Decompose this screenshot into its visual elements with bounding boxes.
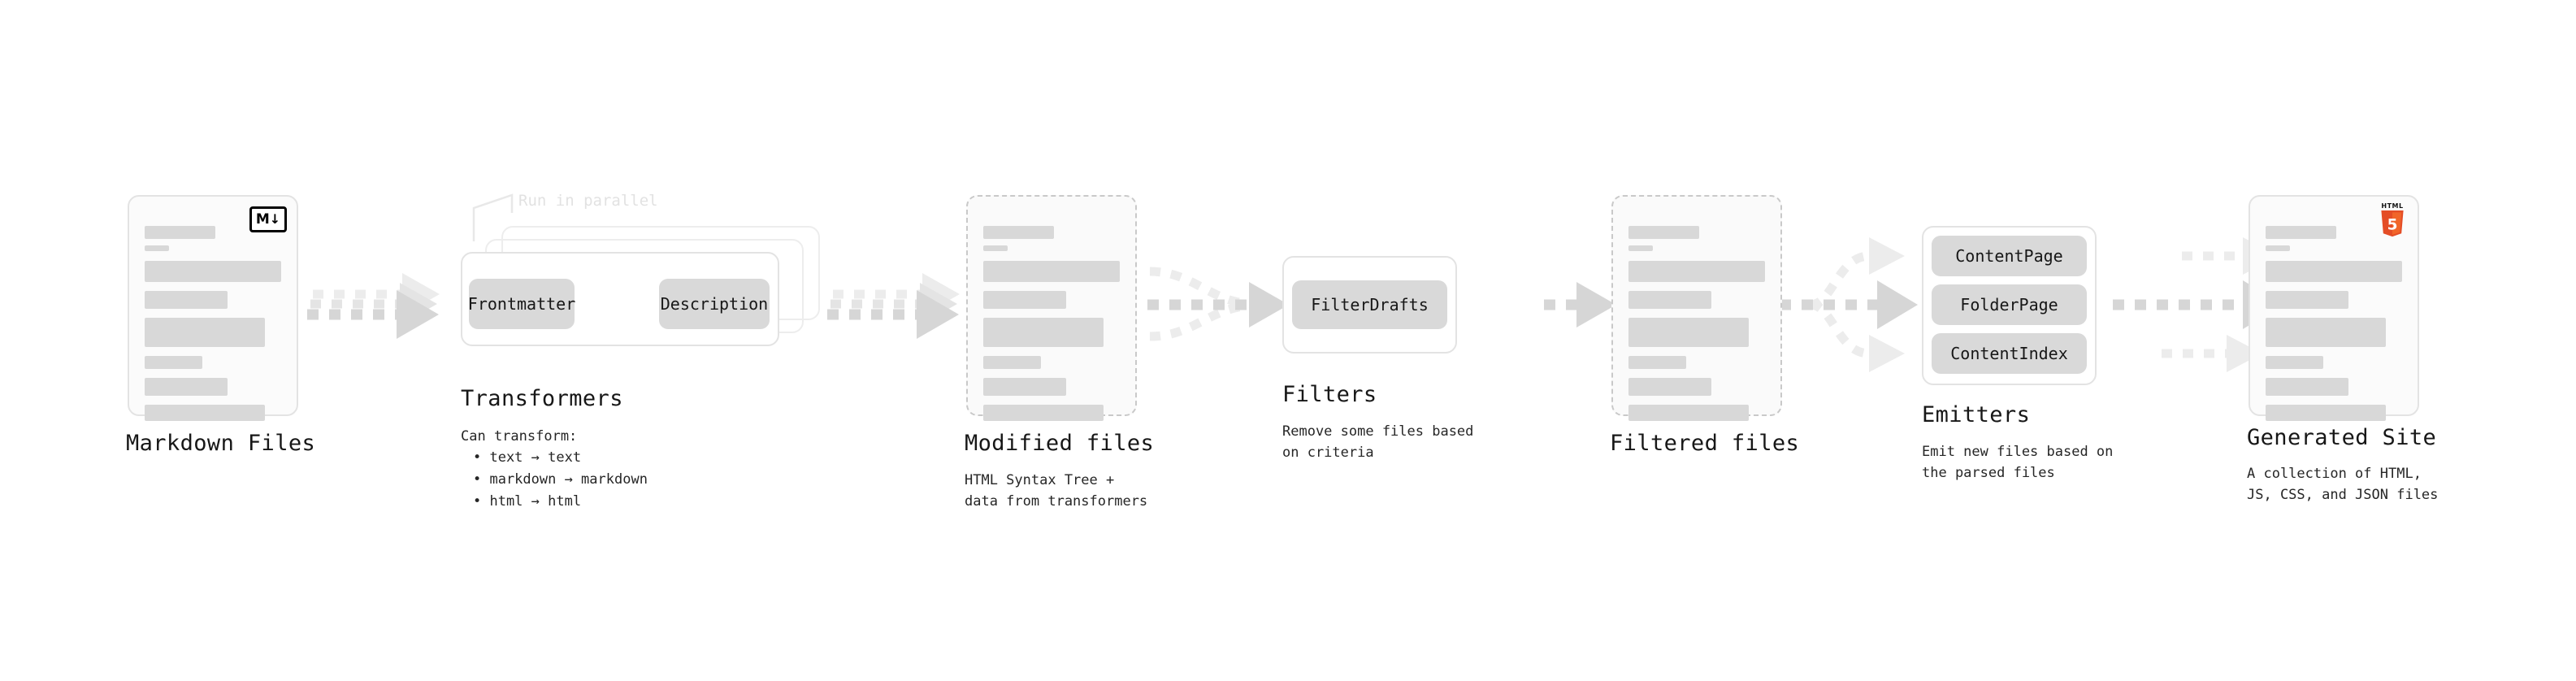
arrow-transformers-to-modified xyxy=(827,273,960,339)
run-in-parallel-label: Run in parallel xyxy=(518,192,658,210)
css-badge-bar xyxy=(2366,182,2387,185)
markdown-badge: M↓ xyxy=(249,206,287,232)
emitters-title: Emitters xyxy=(1922,402,2031,427)
emitters-subtitle: Emit new files based on the parsed files xyxy=(1922,444,2114,482)
css-badge: CSS xyxy=(2365,172,2389,185)
filter-node-filterdrafts[interactable]: FilterDrafts xyxy=(1292,280,1447,329)
filtered-files-card xyxy=(1611,177,1800,421)
generated-site-title: Generated Site xyxy=(2247,425,2437,450)
markdown-card-ghost-back xyxy=(145,177,316,226)
emitter-node-contentindex[interactable]: ContentIndex xyxy=(1932,333,2087,374)
transformers-bullet-2: • html → html xyxy=(473,493,582,510)
emitter-node-contentpage-label: ContentPage xyxy=(1955,246,2063,266)
arrow-markdown-to-transformers xyxy=(307,273,440,339)
transformers-subtitle: Can transform: xyxy=(461,428,578,445)
markdown-files-title: Markdown Files xyxy=(126,431,316,456)
html5-badge-label: HTML xyxy=(2381,202,2404,210)
filters-title: Filters xyxy=(1282,382,1377,407)
filters-subtitle: Remove some files based on criteria xyxy=(1282,423,1474,462)
transformer-node-description-label: Description xyxy=(660,294,769,314)
emitter-node-folderpage[interactable]: FolderPage xyxy=(1932,284,2087,325)
filtered-files-title: Filtered files xyxy=(1610,431,1800,456)
emitter-node-folderpage-label: FolderPage xyxy=(1960,295,2058,314)
js-badge xyxy=(2360,186,2387,201)
markdown-badge-label: M xyxy=(255,210,270,228)
modified-card-ghost-mid xyxy=(976,186,1147,227)
arrow-filters-to-filtered xyxy=(1544,282,1616,327)
transformers-title: Transformers xyxy=(461,386,623,411)
markdown-card-lines xyxy=(145,226,281,427)
generated-site-card: CSS HTML 5 xyxy=(2249,166,2437,421)
svg-text:5: 5 xyxy=(2387,216,2398,233)
transformer-node-frontmatter[interactable]: Frontmatter xyxy=(467,279,576,329)
css-badge-label: CSS xyxy=(2370,174,2383,180)
filtered-card-ghost-back xyxy=(1629,177,1800,226)
generated-card-lines xyxy=(2266,226,2402,427)
modified-card-ghost-back xyxy=(984,177,1155,226)
arrow-filtered-to-emitters xyxy=(1780,237,1918,372)
generated-site-subtitle: A collection of HTML, JS, CSS, and JSON … xyxy=(2247,466,2439,504)
transformers-bullet-0: • text → text xyxy=(473,449,582,466)
html5-badge: HTML 5 xyxy=(2377,203,2408,239)
filtered-card-lines xyxy=(1628,226,1765,427)
modified-files-title: Modified files xyxy=(965,431,1155,456)
html5-shield-icon: 5 xyxy=(2381,210,2404,237)
transformers-bullet-1: • markdown → markdown xyxy=(473,471,648,488)
arrow-modified-to-filters xyxy=(1147,267,1289,341)
transformer-node-frontmatter-label: Frontmatter xyxy=(467,294,576,314)
modified-card-lines xyxy=(983,226,1120,427)
markdown-files-card: M↓ xyxy=(128,177,316,421)
transformer-node-description[interactable]: Description xyxy=(659,279,770,329)
modified-files-subtitle: HTML Syntax Tree + data from transformer… xyxy=(965,472,1148,510)
modified-files-card xyxy=(966,177,1155,421)
generated-card-ghost-back xyxy=(2266,166,2437,226)
emitter-node-contentpage[interactable]: ContentPage xyxy=(1932,236,2087,276)
emitter-node-contentindex-label: ContentIndex xyxy=(1950,344,2068,363)
filter-node-filterdrafts-label: FilterDrafts xyxy=(1311,295,1429,314)
